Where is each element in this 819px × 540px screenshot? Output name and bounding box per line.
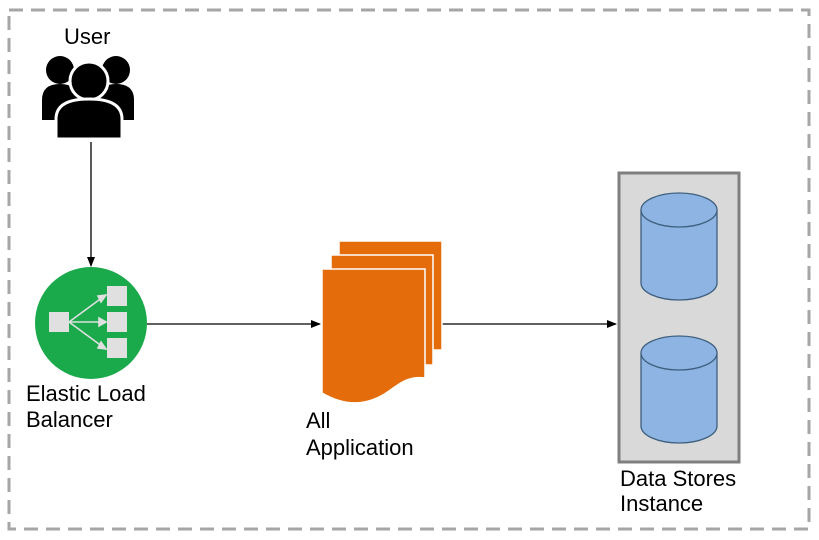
load-balancer-icon (35, 267, 147, 379)
application-label-line1: All (306, 408, 331, 433)
user-group-icon (42, 56, 134, 141)
data-stores-label-line2: Instance (620, 491, 704, 516)
document-stack-icon (321, 240, 443, 404)
load-balancer-label-line2: Balancer (26, 407, 113, 432)
boundary-frame (7, 8, 811, 531)
user-label: User (64, 24, 111, 49)
load-balancer-label-line1: Elastic Load (26, 381, 146, 406)
database-icon (640, 192, 718, 301)
data-stores-label-line1: Data Stores (620, 466, 737, 491)
application-label-line2: Application (306, 435, 414, 460)
database-icon (640, 335, 718, 444)
